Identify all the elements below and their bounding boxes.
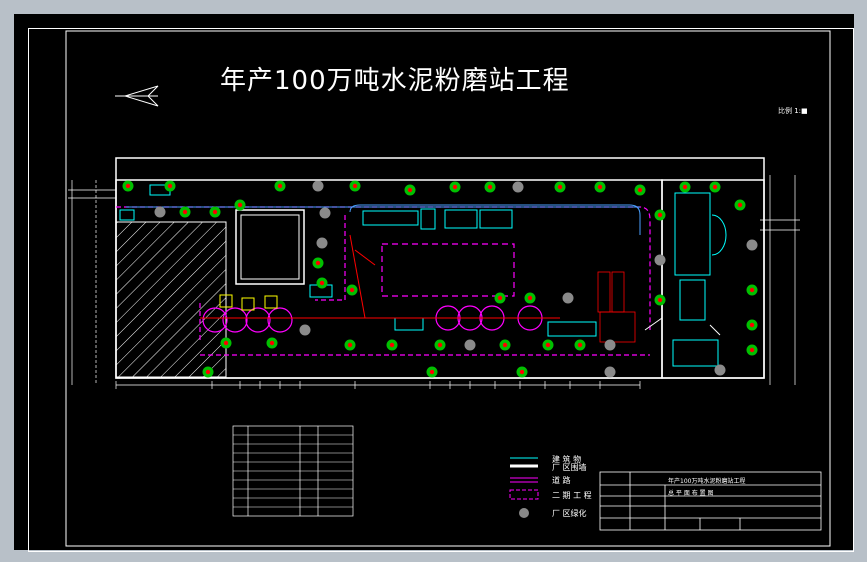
tree-icon — [512, 181, 524, 193]
clinker-yard — [115, 221, 227, 378]
legend-label-road: 道 路 — [552, 476, 571, 485]
title-block-drawing-name: 总 平 面 布 置 图 — [668, 490, 714, 497]
legend-label-building: 建 筑 物 — [552, 455, 582, 464]
legend-label-wall: 厂 区围墙 — [552, 463, 587, 472]
legend-label-green: 厂 区绿化 — [552, 509, 587, 518]
tree-icon — [714, 364, 726, 376]
tree-icon — [319, 207, 331, 219]
tree-icon — [562, 292, 574, 304]
tree-icon — [299, 324, 311, 336]
title-block-project: 年产100万吨水泥粉磨站工程 — [668, 478, 746, 485]
tree-icon — [654, 254, 666, 266]
hoppers — [219, 294, 278, 311]
storage-racks — [597, 271, 636, 343]
title-block — [599, 471, 822, 531]
tree-icon — [604, 366, 616, 378]
phase2-area — [381, 243, 515, 297]
legend — [509, 457, 539, 518]
conveyor — [200, 234, 560, 319]
inner-frame — [65, 30, 831, 547]
legend-label-phase2: 二 期 工 程 — [552, 491, 592, 500]
drawing-border — [28, 28, 854, 552]
office-area-wall — [661, 179, 765, 379]
tree-icon — [316, 237, 328, 249]
scale-label: 比例 1:■ — [778, 107, 808, 115]
road-network — [116, 206, 651, 356]
tree-icon — [312, 180, 324, 192]
tree-icon — [154, 206, 166, 218]
drawing-title: 年产100万吨水泥粉磨站工程 — [220, 66, 570, 96]
tree-icon — [464, 339, 476, 351]
tree-icon — [746, 239, 758, 251]
north-arrow-icon — [115, 85, 159, 107]
tree-icon — [604, 339, 616, 351]
green-belt — [122, 180, 758, 378]
